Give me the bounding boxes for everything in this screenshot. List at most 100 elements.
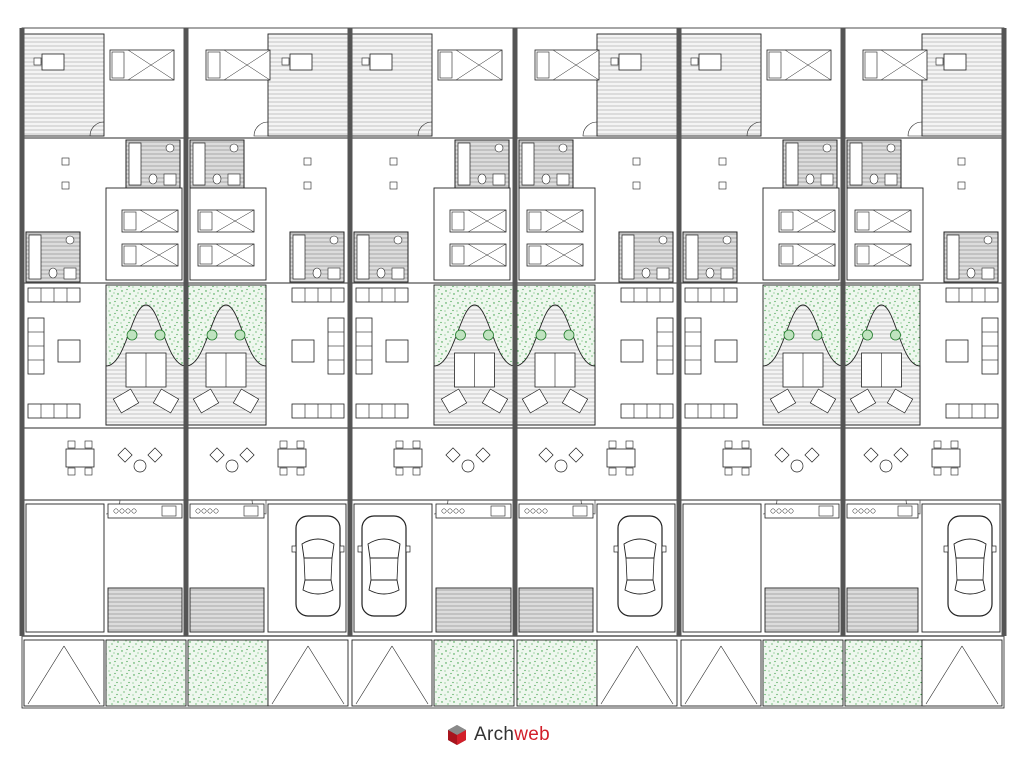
bidet <box>227 173 241 186</box>
bidet <box>556 173 570 186</box>
party-wall <box>512 28 518 636</box>
archweb-hexagon-logo-icon <box>448 725 466 745</box>
desk-top <box>41 53 65 71</box>
chair <box>950 440 959 449</box>
driveway-slab <box>351 639 433 707</box>
chair <box>296 440 305 449</box>
hob-burner <box>788 508 794 514</box>
round-table <box>461 459 475 473</box>
table-top <box>277 448 307 468</box>
chair <box>412 467 421 476</box>
bed <box>778 209 836 233</box>
chair <box>632 181 641 190</box>
courtyard <box>842 284 921 426</box>
deck-chair <box>849 388 877 414</box>
bidet <box>720 267 734 280</box>
hob-burner <box>459 508 465 514</box>
bathroom <box>618 231 674 283</box>
deck-chair <box>440 388 468 414</box>
driveway <box>680 639 762 707</box>
car-mirror <box>357 545 363 553</box>
pillow <box>536 51 550 79</box>
door-swing <box>907 121 923 137</box>
sink <box>494 143 504 153</box>
chair <box>608 467 617 476</box>
brand-wordmark: Archweb <box>474 724 550 746</box>
bed <box>526 243 584 267</box>
armchair <box>538 447 554 463</box>
armchair <box>475 447 491 463</box>
tree <box>234 329 246 341</box>
door-swing <box>582 121 598 137</box>
tree <box>811 329 823 341</box>
bathroom <box>518 139 574 189</box>
bedroom-study <box>351 33 433 137</box>
pillow <box>528 245 542 265</box>
bed <box>766 49 832 81</box>
utility-room <box>518 587 594 633</box>
desk-chair <box>610 57 619 66</box>
house-unit <box>679 33 844 707</box>
car-mirror <box>291 545 297 553</box>
deck-chair <box>809 388 837 414</box>
kitchen-sink <box>572 505 588 517</box>
driveway-slab <box>680 639 762 707</box>
garage <box>682 503 762 633</box>
kitchen-sink <box>818 505 834 517</box>
armchair <box>239 447 255 463</box>
chair <box>724 440 733 449</box>
desk-top <box>943 53 967 71</box>
deck-chair <box>769 388 797 414</box>
toilet <box>805 173 815 185</box>
toilet <box>966 267 976 279</box>
chair <box>957 181 966 190</box>
hob-burner <box>524 508 530 514</box>
front-garden <box>516 639 598 707</box>
desk <box>935 53 967 71</box>
bathtub <box>685 234 699 280</box>
hob-burner <box>125 508 131 514</box>
lounge-chairs <box>209 447 255 473</box>
hob-burner <box>441 508 447 514</box>
party-wall <box>676 28 682 636</box>
hob-burner <box>195 508 201 514</box>
kitchen-sink <box>243 505 259 517</box>
front-garden <box>105 639 187 707</box>
armchair <box>147 447 163 463</box>
sink <box>886 143 896 153</box>
pillow <box>856 211 870 231</box>
hob-burner <box>213 508 219 514</box>
bathtub <box>785 142 799 186</box>
car-mirror <box>339 545 345 553</box>
bidet <box>884 173 898 186</box>
driveway <box>351 639 433 707</box>
bed <box>437 49 503 81</box>
archweb-brand: Archweb <box>446 722 550 748</box>
driveway-slab <box>23 639 105 707</box>
bed <box>862 49 928 81</box>
sink <box>983 235 993 245</box>
sofa <box>620 287 674 303</box>
sofa <box>355 403 409 419</box>
courtyard <box>105 284 187 426</box>
kitchen-sink <box>897 505 913 517</box>
bidet <box>492 173 506 186</box>
car-mirror <box>613 545 619 553</box>
desk <box>33 53 65 71</box>
pillow <box>768 51 782 79</box>
bathtub <box>849 142 863 186</box>
party-wall <box>1001 28 1007 636</box>
desk <box>361 53 393 71</box>
desk <box>690 53 722 71</box>
desk <box>610 53 642 71</box>
car-windshield <box>301 538 335 559</box>
tree <box>563 329 575 341</box>
car-body <box>361 515 407 617</box>
dining-table <box>393 440 423 476</box>
armchair <box>804 447 820 463</box>
car-windshield <box>367 538 401 559</box>
toilet <box>541 173 551 185</box>
sink <box>65 235 75 245</box>
hob-burner <box>852 508 858 514</box>
